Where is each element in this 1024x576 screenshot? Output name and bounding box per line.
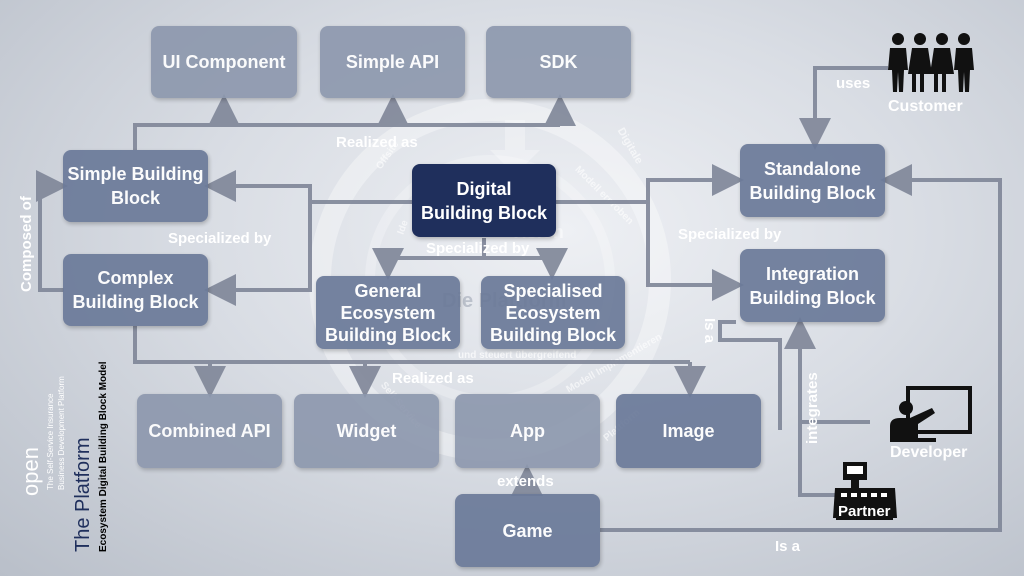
integration-building-block-box: Integration Building Block xyxy=(740,249,885,322)
sidebar-subtitle-line1: The Self-Service Insurance xyxy=(46,393,55,491)
label-is-a-right: Is a xyxy=(701,318,718,344)
partner-label: Partner xyxy=(836,503,893,520)
label-is-a-bottom: Is a xyxy=(775,538,801,555)
general-ecosystem-building-block-box: General Ecosystem Building Block xyxy=(316,276,460,349)
label-uses: uses xyxy=(836,75,871,92)
sidebar-model: Ecosystem Digital Building Block Model xyxy=(98,361,109,552)
sidebar-title: The Platform xyxy=(72,437,94,552)
image-box: Image xyxy=(616,394,761,468)
label-specialized-by-left: Specialized by xyxy=(168,230,272,247)
ui-component-box: UI Component xyxy=(151,26,297,98)
digital-building-block-box: Digital Building Block xyxy=(412,164,556,237)
customer-icon xyxy=(888,33,974,92)
simple-api-box: Simple API xyxy=(320,26,465,98)
standalone-building-block-box: Standalone Building Block xyxy=(740,144,885,217)
label-composed-of: Composed of xyxy=(18,196,35,292)
developer-label: Developer xyxy=(890,444,968,461)
sidebar-open: open xyxy=(18,447,43,496)
sdk-box: SDK xyxy=(486,26,631,98)
game-box: Game xyxy=(455,494,600,567)
label-specialized-by-center: Specialized by xyxy=(426,240,530,257)
complex-building-block-box: Complex Building Block xyxy=(63,254,208,326)
combined-api-box: Combined API xyxy=(137,394,282,468)
customer-label: Customer xyxy=(888,98,963,115)
sidebar-subtitle-line2: Business Development Platform xyxy=(57,376,66,490)
label-extends: extends xyxy=(497,473,554,490)
widget-box: Widget xyxy=(294,394,439,468)
watermark-center-sub: und steuert übergreifend xyxy=(458,350,577,361)
label-integrates: integrates xyxy=(804,372,821,444)
app-box: App xyxy=(455,394,600,468)
developer-icon xyxy=(890,386,972,442)
label-specialized-by-right: Specialized by xyxy=(678,226,782,243)
simple-building-block-box: Simple Building Block xyxy=(63,150,208,222)
label-realized-as-top: Realized as xyxy=(336,134,418,151)
label-realized-as-bottom: Realized as xyxy=(392,370,474,387)
specialised-ecosystem-building-block-box: Specialised Ecosystem Building Block xyxy=(481,276,625,349)
